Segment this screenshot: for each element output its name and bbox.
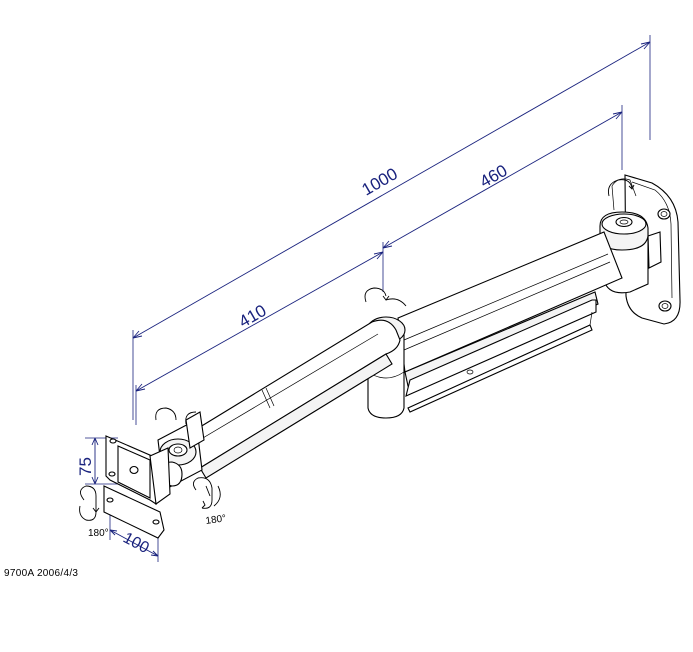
dimension-vesa-horizontal-label: 100 [120, 530, 152, 558]
dimension-total-label: 1000 [359, 164, 401, 199]
dimension-lower-arm-label: 410 [236, 301, 270, 332]
swivel-rotation-symbol: 180° [193, 477, 227, 527]
lower-arm [181, 319, 401, 479]
tilt-rotation-symbol: 180° [79, 485, 109, 539]
tilt-angle-label: 180° [88, 528, 109, 539]
dimension-upper-arm-label: 460 [477, 161, 511, 192]
dimension-upper-arm: 460 [382, 105, 623, 292]
vesa-mount-plate [103, 435, 171, 539]
upper-arm [397, 231, 623, 413]
swivel-angle-label: 180° [205, 513, 227, 527]
dimension-vesa-vertical-label: 75 [76, 457, 95, 476]
drawing-caption: 9700A 2006/4/3 [4, 568, 79, 579]
dimension-vesa-vertical: 75 [76, 437, 118, 485]
